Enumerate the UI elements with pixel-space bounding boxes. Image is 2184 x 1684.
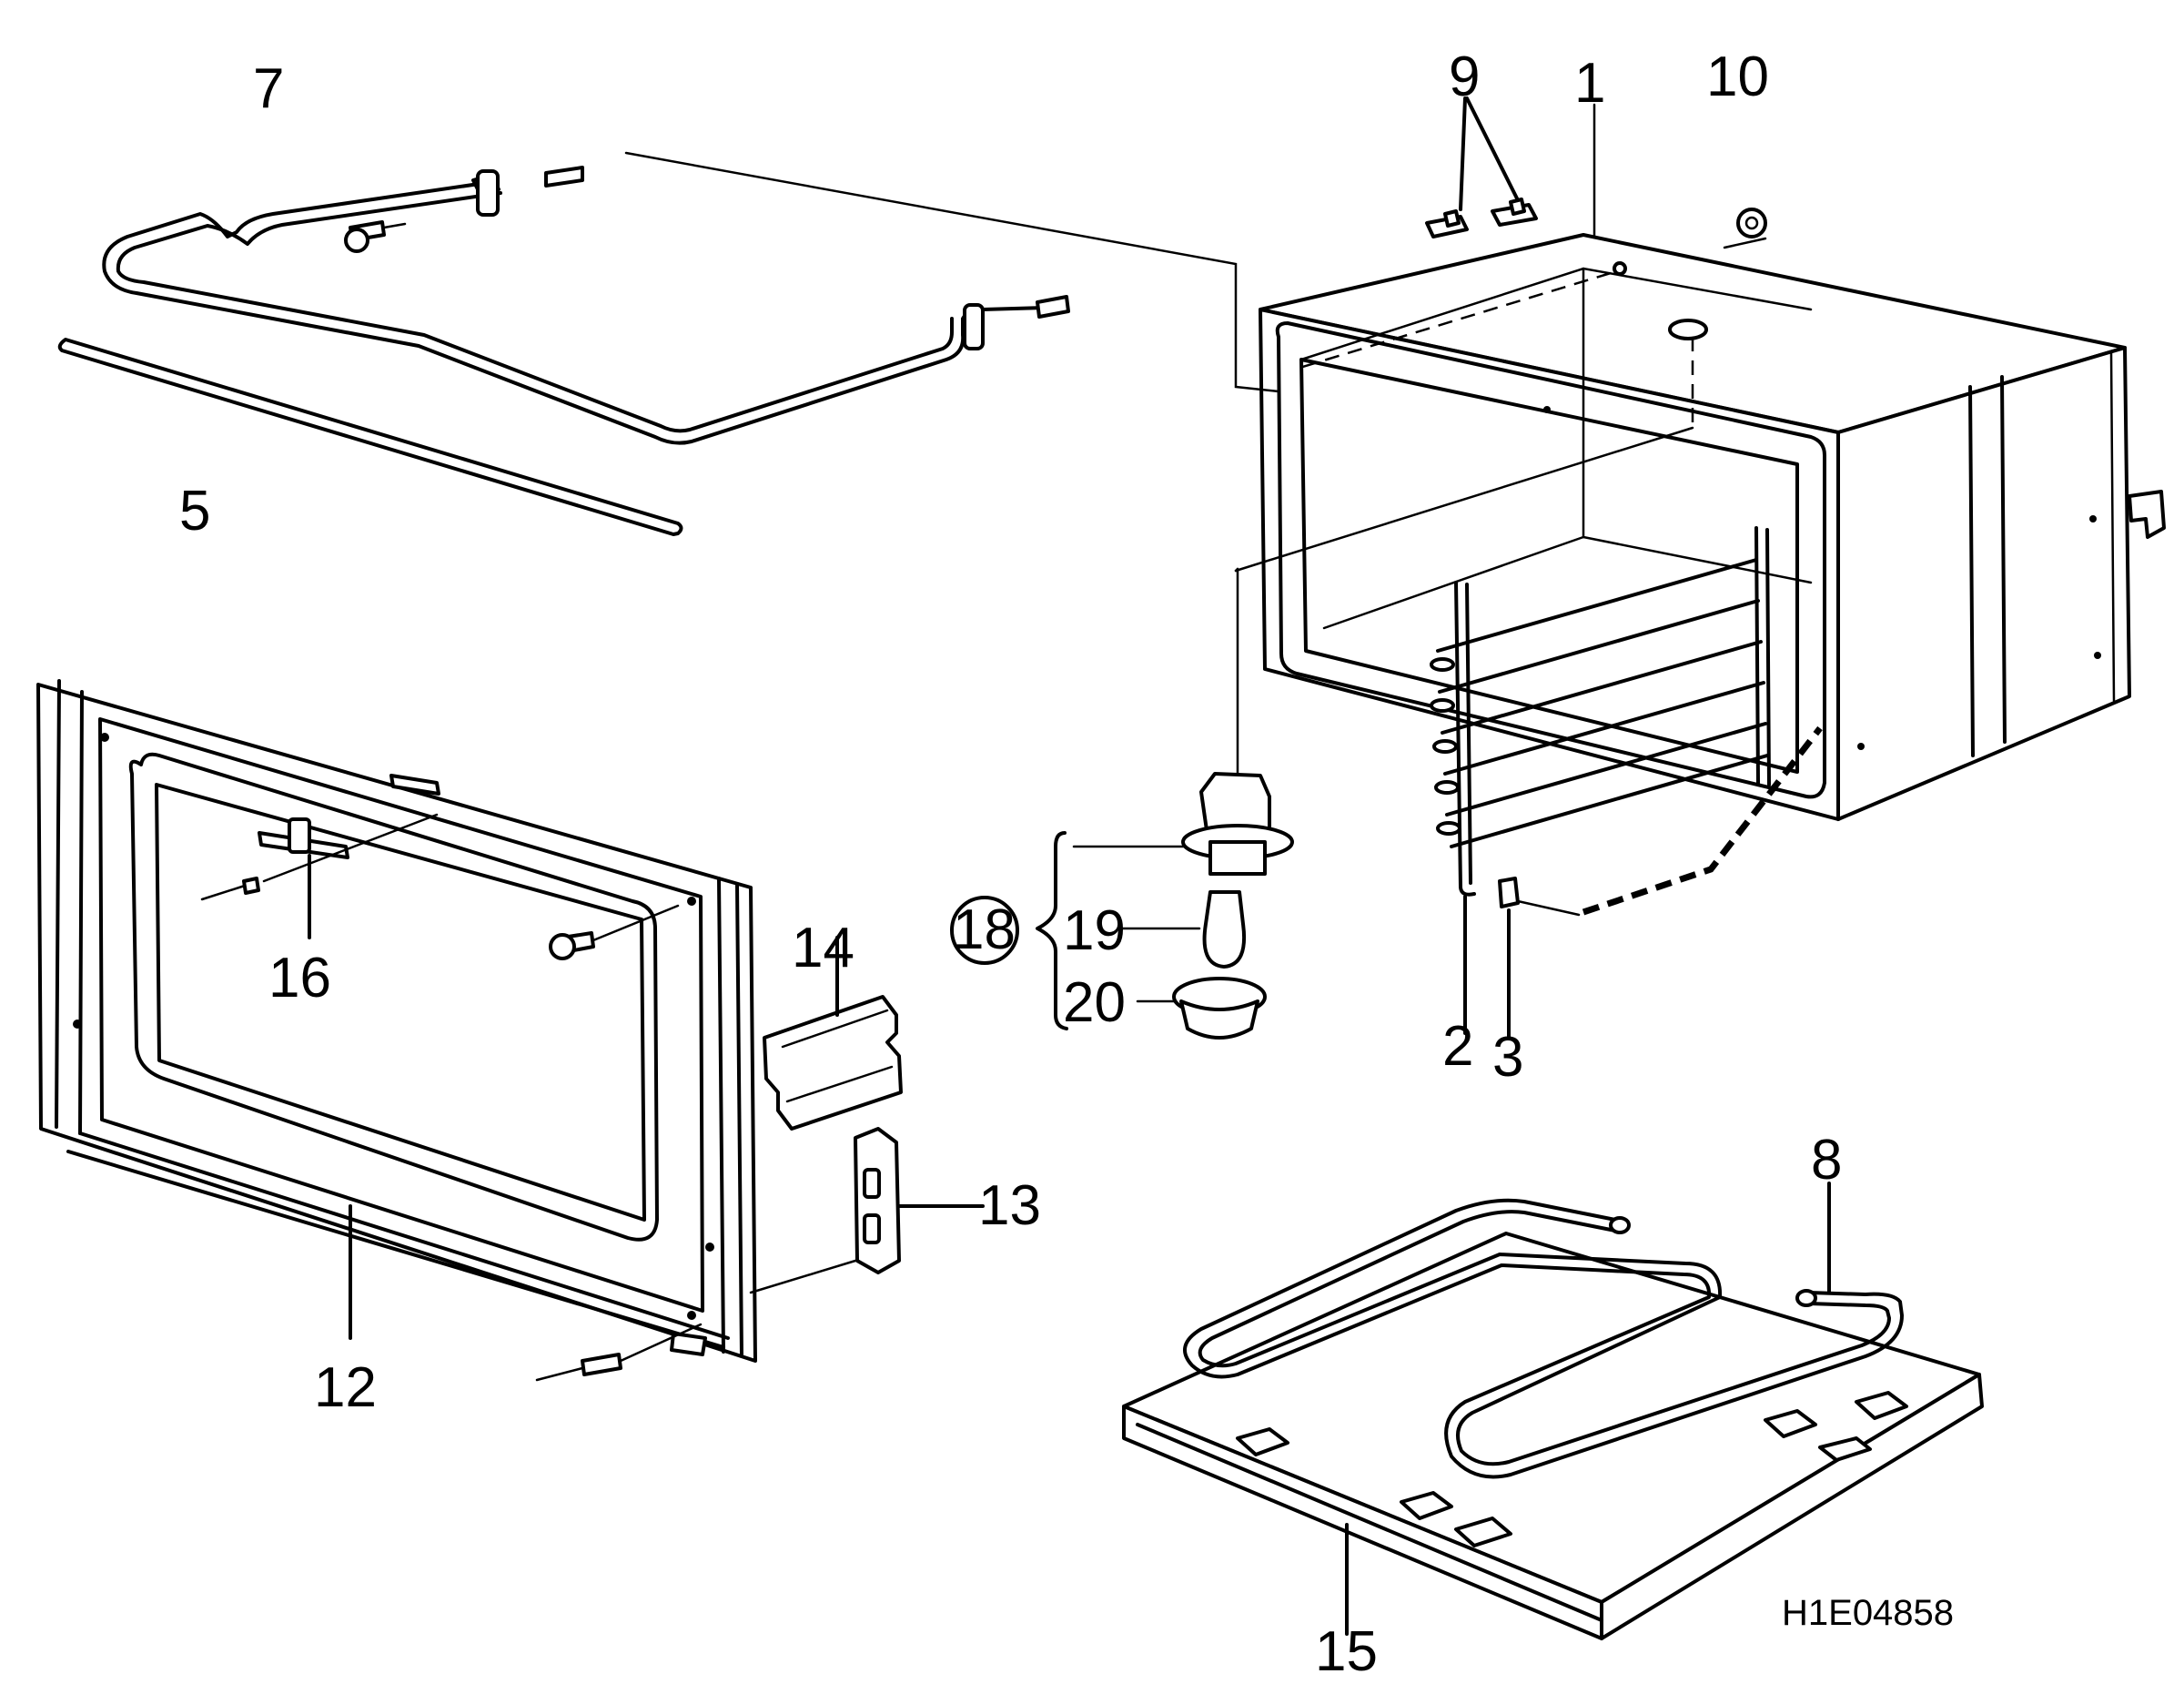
part-9-clips: [1425, 96, 1538, 238]
label-16: 16: [268, 947, 331, 1009]
label-3: 3: [1492, 1026, 1523, 1089]
part-16-clip: [200, 813, 439, 939]
part-8-lower-heating-element: [1183, 1182, 1904, 1479]
part-labels: 1 2 3 5 7 8 9 10 12 13 14 15 16 18 19 20…: [179, 46, 1954, 1683]
label-10: 10: [1706, 46, 1769, 108]
label-12: 12: [314, 1356, 377, 1419]
label-18: 18: [953, 898, 1016, 961]
part-15-bottom-panel: [1122, 1232, 1984, 1640]
label-14: 14: [792, 917, 854, 979]
label-19: 19: [1063, 899, 1126, 962]
label-8: 8: [1811, 1129, 1842, 1192]
part-2-shelf-runner: [1430, 526, 1771, 1035]
part-3-fixing: [1498, 725, 1823, 1040]
part-18-lamp-assembly: [950, 567, 1294, 1040]
part-10-nut: [1723, 208, 1767, 249]
label-7: 7: [253, 57, 284, 120]
label-5: 5: [179, 480, 210, 543]
door-screws: [535, 904, 703, 1382]
drawing-code: H1E04858: [1782, 1593, 1954, 1633]
part-13-hinge: [749, 1127, 985, 1294]
label-13: 13: [978, 1174, 1041, 1237]
part-1-oven-cavity: [624, 151, 2166, 821]
label-20: 20: [1063, 971, 1126, 1034]
label-9: 9: [1449, 46, 1480, 108]
part-14-bracket: [763, 936, 903, 1131]
part-5-seal: [57, 338, 683, 536]
part-12-door: [36, 679, 757, 1363]
part-7-upper-heating-element: [102, 166, 1070, 445]
label-15: 15: [1315, 1620, 1378, 1683]
label-1: 1: [1574, 52, 1605, 115]
label-2: 2: [1442, 1015, 1473, 1078]
